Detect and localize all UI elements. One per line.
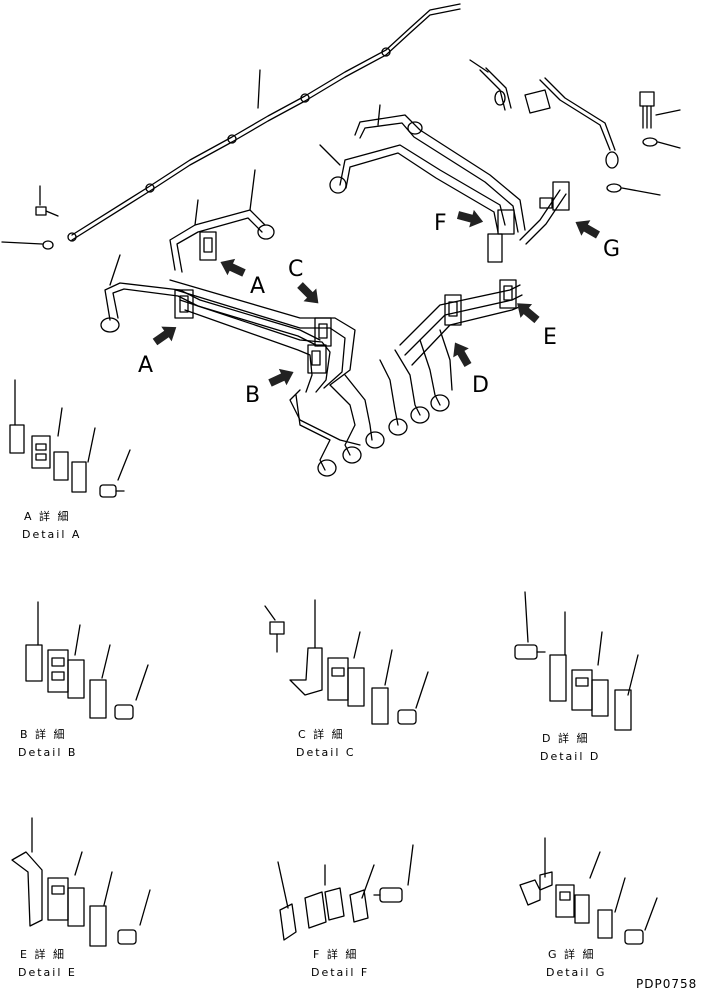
- arrow-b: [266, 363, 298, 392]
- bolt-and-washer-right: [606, 91, 681, 196]
- detail-g-caption-jp: G 詳 細: [548, 947, 596, 961]
- detail-e-parts: [11, 851, 137, 947]
- detail-d-caption-en: Detail D: [540, 750, 600, 763]
- detail-g-parts: [519, 871, 644, 945]
- arrow-c: [293, 278, 325, 310]
- clamps-main-view: [174, 181, 570, 374]
- label-e: E: [543, 325, 557, 350]
- direction-arrows: [149, 206, 603, 392]
- pump-connections: [289, 374, 450, 477]
- detail-b-caption-jp: B 詳 細: [20, 727, 67, 741]
- detail-c-caption-jp: C 詳 細: [298, 727, 345, 741]
- detail-leader-lines: [14, 379, 658, 931]
- arrow-a-lower: [149, 319, 182, 350]
- detail-f-caption-jp: F 詳 細: [313, 947, 358, 961]
- label-f: F: [434, 211, 447, 236]
- detail-e-caption-en: Detail E: [18, 966, 77, 979]
- detail-g-caption-en: Detail G: [546, 966, 606, 979]
- label-g: G: [603, 237, 620, 262]
- detail-e-caption-jp: E 詳 細: [20, 947, 66, 961]
- detail-a-caption-en: Detail A: [22, 528, 81, 541]
- arrow-d: [447, 337, 476, 370]
- arrow-a-upper: [216, 253, 248, 282]
- arrow-f: [455, 206, 486, 231]
- detail-f-parts: [279, 887, 403, 941]
- detail-b-caption-en: Detail B: [18, 746, 77, 759]
- detail-d-parts: [514, 644, 632, 731]
- detail-b-parts: [25, 644, 134, 720]
- return-line: [67, 3, 619, 242]
- detail-c-parts: [269, 621, 417, 725]
- detail-a-parts: [9, 424, 125, 498]
- detail-a-caption-jp: A 詳 細: [24, 509, 71, 523]
- label-a-upper: A: [250, 274, 265, 299]
- detail-d-caption-jp: D 詳 細: [542, 731, 589, 745]
- detail-c-caption-en: Detail C: [296, 746, 356, 759]
- arrow-g: [570, 214, 603, 243]
- part-number: PDP0758: [636, 977, 697, 991]
- label-b: B: [245, 383, 260, 408]
- detail-f-caption-en: Detail F: [311, 966, 369, 979]
- label-d: D: [472, 373, 489, 398]
- bolt-and-washer-left: [1, 185, 59, 250]
- label-a-lower: A: [138, 353, 153, 378]
- right-injection-pipes: [319, 59, 567, 426]
- label-c: C: [288, 257, 303, 282]
